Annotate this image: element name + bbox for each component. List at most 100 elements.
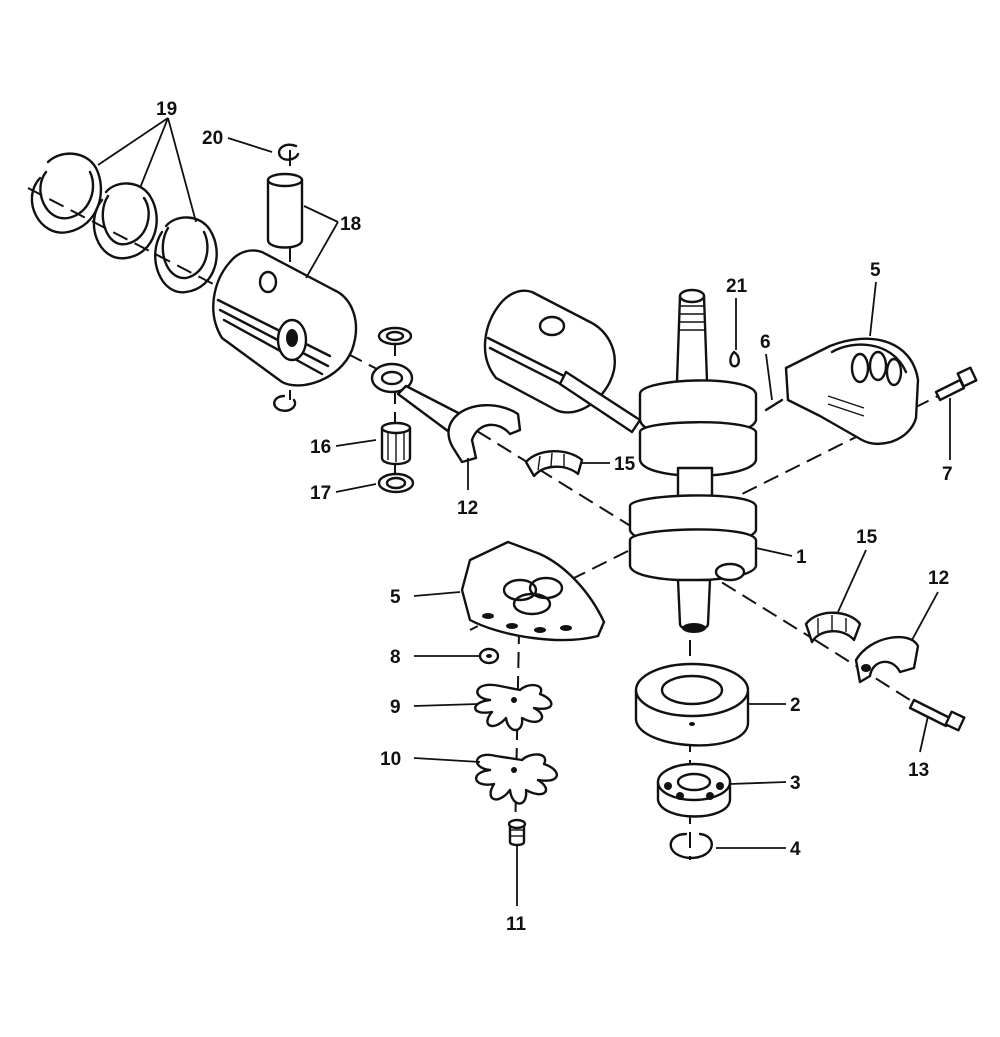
- ball-bearing-face: [656, 762, 732, 802]
- crankshaft-top-end: [678, 288, 706, 304]
- leader-20: [227, 137, 273, 153]
- leader-17: [335, 483, 377, 493]
- reed-block-seam-2: [827, 403, 865, 417]
- reed-block-upper: [784, 337, 920, 445]
- callout-17: 17: [310, 483, 331, 504]
- right-piston-pin-boss: [538, 315, 566, 337]
- screw: [507, 818, 527, 847]
- screw-shank: [508, 822, 526, 847]
- leader-9: [413, 703, 479, 707]
- reed-lower-hole-4: [560, 625, 572, 631]
- bolt-upper-head: [956, 366, 978, 388]
- reed-petal-1: [850, 352, 870, 384]
- leader-3: [729, 781, 787, 785]
- reed-petal-plate-lower: [475, 753, 558, 805]
- callout-19: 19: [156, 99, 177, 120]
- piston-ring-groove-3: [222, 318, 324, 376]
- crank-web-upper-2: [638, 421, 758, 477]
- leader-13: [919, 715, 929, 753]
- leader-18-b: [305, 221, 339, 279]
- callout-numbers: 19 20 18 16 17 12 15 21 6 5 7 1 5 8 9 10…: [156, 99, 953, 935]
- wrist-pin-body: [266, 178, 304, 249]
- callout-4: 4: [790, 839, 801, 860]
- connecting-rod-left: [370, 362, 522, 464]
- piston-ring-3-inner: [161, 226, 209, 280]
- reed-block-upper-body: [784, 337, 920, 445]
- reed-lower-hole-2: [506, 623, 518, 629]
- crank-pin: [714, 562, 746, 582]
- sleeve-bore: [660, 674, 724, 706]
- bearing-half-left-roller-1: [537, 455, 541, 471]
- piston-ring-2-inner: [101, 194, 150, 246]
- reed-block-lower-body: [460, 540, 606, 642]
- leader-5-low: [413, 591, 461, 597]
- rod-cap-right-hole: [861, 664, 871, 672]
- reed-petal-2: [868, 350, 888, 382]
- reed-petals-lower-hole: [511, 767, 517, 773]
- callout-7: 7: [942, 464, 953, 485]
- leader-19-a: [97, 117, 169, 166]
- needle-bearing: [380, 421, 412, 466]
- rod-cap-right: [854, 635, 920, 684]
- callout-18: 18: [340, 214, 361, 235]
- sleeve-top-face: [634, 662, 750, 718]
- piston-pin-hole: [286, 329, 298, 347]
- bearing-ball-1: [664, 782, 672, 790]
- reed-petals-upper-hole: [511, 697, 517, 703]
- piston-ring-groove-2: [218, 308, 330, 368]
- thrust-washer-lower: [377, 472, 415, 494]
- bearing-sleeve: [634, 662, 750, 747]
- rod-small-end: [370, 362, 414, 394]
- bolt-upper: [934, 366, 978, 402]
- needle-bearing-top: [380, 421, 412, 435]
- bearing-half-left-roller-2: [550, 452, 553, 467]
- leader-15-right: [837, 549, 867, 613]
- piston-rings: [30, 152, 218, 294]
- assembly-centerlines: [27, 150, 951, 860]
- leader-6: [765, 353, 773, 401]
- dowel-pin: [764, 398, 784, 412]
- retaining-ring: [669, 832, 713, 860]
- leader-10: [413, 757, 481, 763]
- bolt-lower-shank: [908, 698, 952, 728]
- leader-12-right: [911, 591, 939, 641]
- leader-lines: [97, 117, 951, 906]
- callout-20: 20: [202, 128, 223, 149]
- callout-12-left: 12: [457, 498, 478, 519]
- leader-19-b: [139, 117, 169, 189]
- reed-block-lower: [460, 540, 606, 642]
- piston-ring-3: [154, 216, 218, 294]
- reed-petals-arc: [830, 343, 908, 374]
- crankshaft-bottom-end: [682, 623, 706, 633]
- reed-block-seam-1: [827, 395, 865, 409]
- callout-12-right: 12: [928, 568, 949, 589]
- callout-5-top: 5: [870, 260, 881, 281]
- reed-petals-lower: [475, 753, 558, 805]
- right-piston-assembly: [483, 289, 642, 434]
- reed-lower-hole-3: [534, 627, 546, 633]
- leader-5-top: [869, 281, 877, 337]
- reed-petal-3: [885, 357, 903, 387]
- leader-16: [335, 439, 377, 447]
- piston-ring-groove-1: [216, 298, 332, 358]
- piston-ring-1: [30, 152, 103, 234]
- bolt-upper-shank: [934, 378, 966, 402]
- callout-6: 6: [760, 332, 771, 353]
- nut-hole: [486, 654, 492, 658]
- bearing-ball-2: [676, 792, 684, 800]
- snap-ring-upper: [277, 143, 300, 161]
- callout-15-right: 15: [856, 527, 878, 548]
- wrist-pin: [266, 172, 304, 249]
- crankshaft: [628, 288, 758, 633]
- ball-bearing: [656, 762, 732, 818]
- rod-small-end-bore: [380, 370, 404, 386]
- thrust-washer-upper-hole: [385, 330, 405, 342]
- bolt-lower-head: [944, 710, 966, 732]
- leader-18-a: [303, 205, 339, 223]
- ball-bearing-bore: [676, 772, 712, 792]
- piston-port: [258, 270, 278, 294]
- thrust-washer-lower-hole: [385, 476, 407, 490]
- reed-petal-plate-upper: [474, 683, 553, 732]
- snap-ring-lower: [273, 394, 297, 412]
